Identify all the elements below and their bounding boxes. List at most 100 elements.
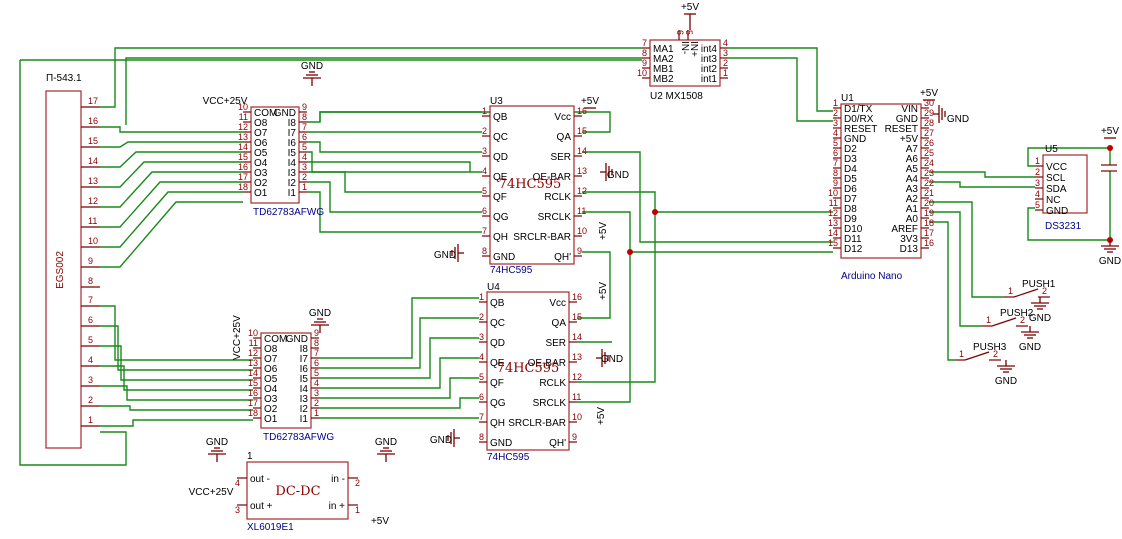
u1-pin-number: 20 [924,198,934,208]
u1-pin-label: RESET [844,124,877,135]
td2-pin-label: O7 [264,354,278,365]
u4-pin-label: SER [545,338,566,349]
td1-pin-label: O7 [254,128,268,139]
td2-pin-number: 1 [314,408,319,418]
u4-pin-label: Vcc [549,298,566,309]
td2-pin-number: 6 [314,358,319,368]
u1-pin-label: D13 [900,244,919,255]
display-pin-number: 11 [88,216,97,226]
td1-pin-label: O3 [254,168,268,179]
u1-pin-number: 26 [924,138,934,148]
push1-pin-number: 1 [1008,286,1013,296]
wire-td1-o [100,151,243,168]
display-pin-number: 7 [88,295,93,305]
wire-a1-push2 [929,211,982,327]
gnd-label: GND [601,354,623,365]
u1-pin-number: 22 [924,178,934,188]
td1-pin-label: I3 [288,168,297,179]
u1-pin-label: 3V3 [900,234,918,245]
u5-pin-label: SDA [1046,184,1067,195]
u4-pin-label: GND [490,438,512,449]
dcdc-body [246,461,349,520]
u5-pin-number: 1 [1035,156,1040,166]
u2-name: U2 MX1508 [650,91,703,102]
wire-srclk [577,211,631,403]
u1-pin-number: 10 [828,188,838,198]
u1-pin-number: 28 [924,118,934,128]
td1-pin-number: 18 [238,182,248,192]
td2-pin-number: 17 [248,398,258,408]
u5-pin-label: GND [1046,206,1068,217]
u1-pin-number: 5 [833,138,838,148]
wire-ser-d11 [582,151,833,243]
wire-td1-o [100,201,243,268]
u2-pin-label: int2 [701,64,718,75]
u1-pin-label: AREF [891,224,918,235]
display-body [45,90,82,449]
td1-pin-number: 3 [302,162,307,172]
td2-pin-label: COM [264,334,287,345]
td2-pin-number: 11 [249,338,258,348]
u1-pin-number: 27 [924,128,934,138]
gnd-label: GND [1019,342,1041,353]
td2-pin-label: O3 [264,394,278,405]
u4-pin-label: QH' [549,438,566,449]
td1-pin-label: O5 [254,148,268,159]
u3-name: 74HC595 [499,177,562,192]
u3-pin-number: 7 [482,226,487,236]
u4-body [486,291,570,451]
u4-pin-number: 13 [572,352,582,362]
u1-pin-number: 3 [833,118,838,128]
wire-i1-qh [307,191,482,233]
u1-body [840,103,922,259]
td1-pin-number: 16 [238,162,248,172]
display-pin-number: 8 [88,276,93,286]
u3-pin-number: 4 [482,166,487,176]
u1-pin-number: 21 [924,188,934,198]
u1-pin-number: 4 [833,128,838,138]
u1-pin-number: 8 [833,168,838,178]
wire-td2-o [100,325,253,371]
vcc-label: +5V [598,222,609,240]
wire-i4 [307,161,471,172]
gnd-symbol [1021,326,1039,339]
u5-pin-number: 2 [1035,167,1040,177]
u4-pin-label: OE-BAR [528,358,566,369]
td1-pin-label: I6 [288,138,297,149]
td1-name: TD62783AFWG [253,207,324,218]
wire-i2-qg [307,181,482,213]
u4-pin-number: 4 [479,352,484,362]
u3-pin-number: 16 [577,106,587,116]
dcdc-pin-label: in - [331,474,345,485]
u1-pin-number: 1 [833,98,838,108]
u2-body [649,39,721,87]
td2-pin-label: I7 [300,354,309,365]
wires [19,47,1113,466]
u3-pin-number: 2 [482,126,487,136]
u2-pin-label: MA2 [653,54,674,65]
u2-pin-number: 7 [642,38,647,48]
td1-pin-number: 7 [302,122,307,132]
u2-pin-label: int1 [701,74,718,85]
push3-pin-number: 1 [959,349,964,359]
wire-td1-o [100,161,243,188]
display-name: П-543.1 [46,73,82,84]
td1-pin-label: O6 [254,138,268,149]
td1-pin-label: I1 [288,188,297,199]
dcdc-pin-label: out - [250,474,270,485]
u3-pin-label: QG [493,212,509,223]
u4-pin-label: QC [490,318,505,329]
dcdc-pin-number: 1 [355,505,360,515]
td1-pin-label: I5 [288,148,297,159]
u1-pin-label: A4 [906,174,919,185]
dcdc-ref: 1 [247,451,253,462]
wire-disp1-loop [19,60,127,466]
push1-contact [1013,288,1039,298]
u4-pin-number: 5 [479,372,484,382]
display-pin-number: 17 [88,96,98,106]
wire-td1-o [100,126,243,133]
wire-td2-qc [319,317,479,369]
td1-pin-number: 6 [302,132,307,142]
wire-td2-o [100,405,253,411]
